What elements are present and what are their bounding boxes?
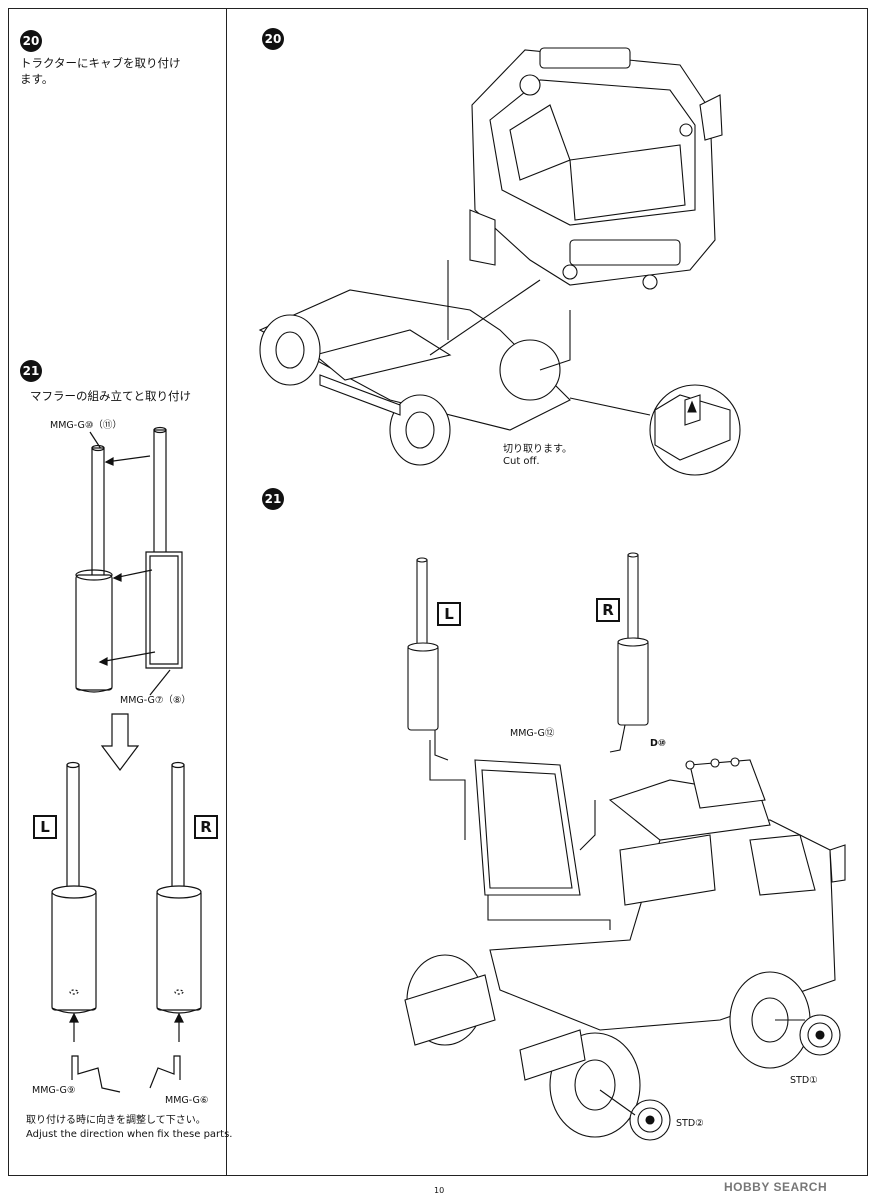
note-en: Adjust the direction when fix these part… bbox=[26, 1129, 233, 1140]
left-label-box-right: L bbox=[437, 602, 461, 626]
down-arrow-icon bbox=[100, 713, 140, 771]
watermark: HOBBY SEARCH bbox=[724, 1180, 827, 1194]
left-label-box: L bbox=[33, 815, 57, 839]
step-20-instruction: トラクターにキャブを取り付け ます。 bbox=[20, 55, 181, 87]
label-mmg-g7: MMG-G⑦（⑧） bbox=[120, 695, 191, 706]
note-jp: 取り付ける時に向きを調整して下さい。 bbox=[26, 1115, 206, 1126]
cab-installation-diagram bbox=[258, 47, 741, 476]
step-20-instruction-line1: トラクターにキャブを取り付け bbox=[20, 56, 181, 70]
label-mmg-g6: MMG-G⑥ bbox=[165, 1095, 209, 1106]
adjust-direction-note: 取り付ける時に向きを調整して下さい。 Adjust the direction … bbox=[26, 1114, 232, 1142]
step-20-instruction-line2: ます。 bbox=[20, 72, 54, 86]
step-20-number: 20 bbox=[22, 34, 40, 48]
right-label-box: R bbox=[194, 815, 218, 839]
column-divider bbox=[226, 8, 227, 1176]
cut-off-en: Cut off. bbox=[503, 456, 540, 467]
muffler-assembly-diagram bbox=[75, 426, 183, 696]
step-21-title: マフラーの組み立てと取り付け bbox=[30, 389, 191, 403]
watermark-text: HOBBY SEARCH bbox=[724, 1180, 828, 1194]
label-std2: STD② bbox=[676, 1118, 704, 1129]
label-mmg-g9: MMG-G⑨ bbox=[32, 1085, 76, 1096]
step-20-badge: 20 bbox=[20, 30, 42, 52]
muffler-truck-diagram bbox=[404, 552, 846, 1141]
page-frame bbox=[8, 8, 868, 1176]
label-mmg-g10: MMG-G⑩（⑪） bbox=[50, 420, 122, 431]
step-21-badge-left: 21 bbox=[20, 360, 42, 382]
label-mmg-g12: MMG-G⑫ bbox=[510, 728, 555, 739]
label-std1: STD① bbox=[790, 1075, 818, 1086]
page-number: 10 bbox=[434, 1186, 445, 1195]
step-21-number-left: 21 bbox=[22, 364, 40, 378]
step-21-badge-right: 21 bbox=[262, 488, 284, 510]
step-20-badge-right: 20 bbox=[262, 28, 284, 50]
finished-mufflers-diagram bbox=[51, 761, 202, 1093]
step-20-number-right: 20 bbox=[264, 32, 282, 46]
right-label-box-right: R bbox=[596, 598, 620, 622]
cut-off-jp: 切り取ります。 bbox=[503, 444, 572, 455]
step-21-number-right: 21 bbox=[264, 492, 282, 506]
label-d40: D⑩ bbox=[650, 738, 666, 749]
cut-off-note: 切り取ります。 Cut off. bbox=[503, 444, 572, 468]
